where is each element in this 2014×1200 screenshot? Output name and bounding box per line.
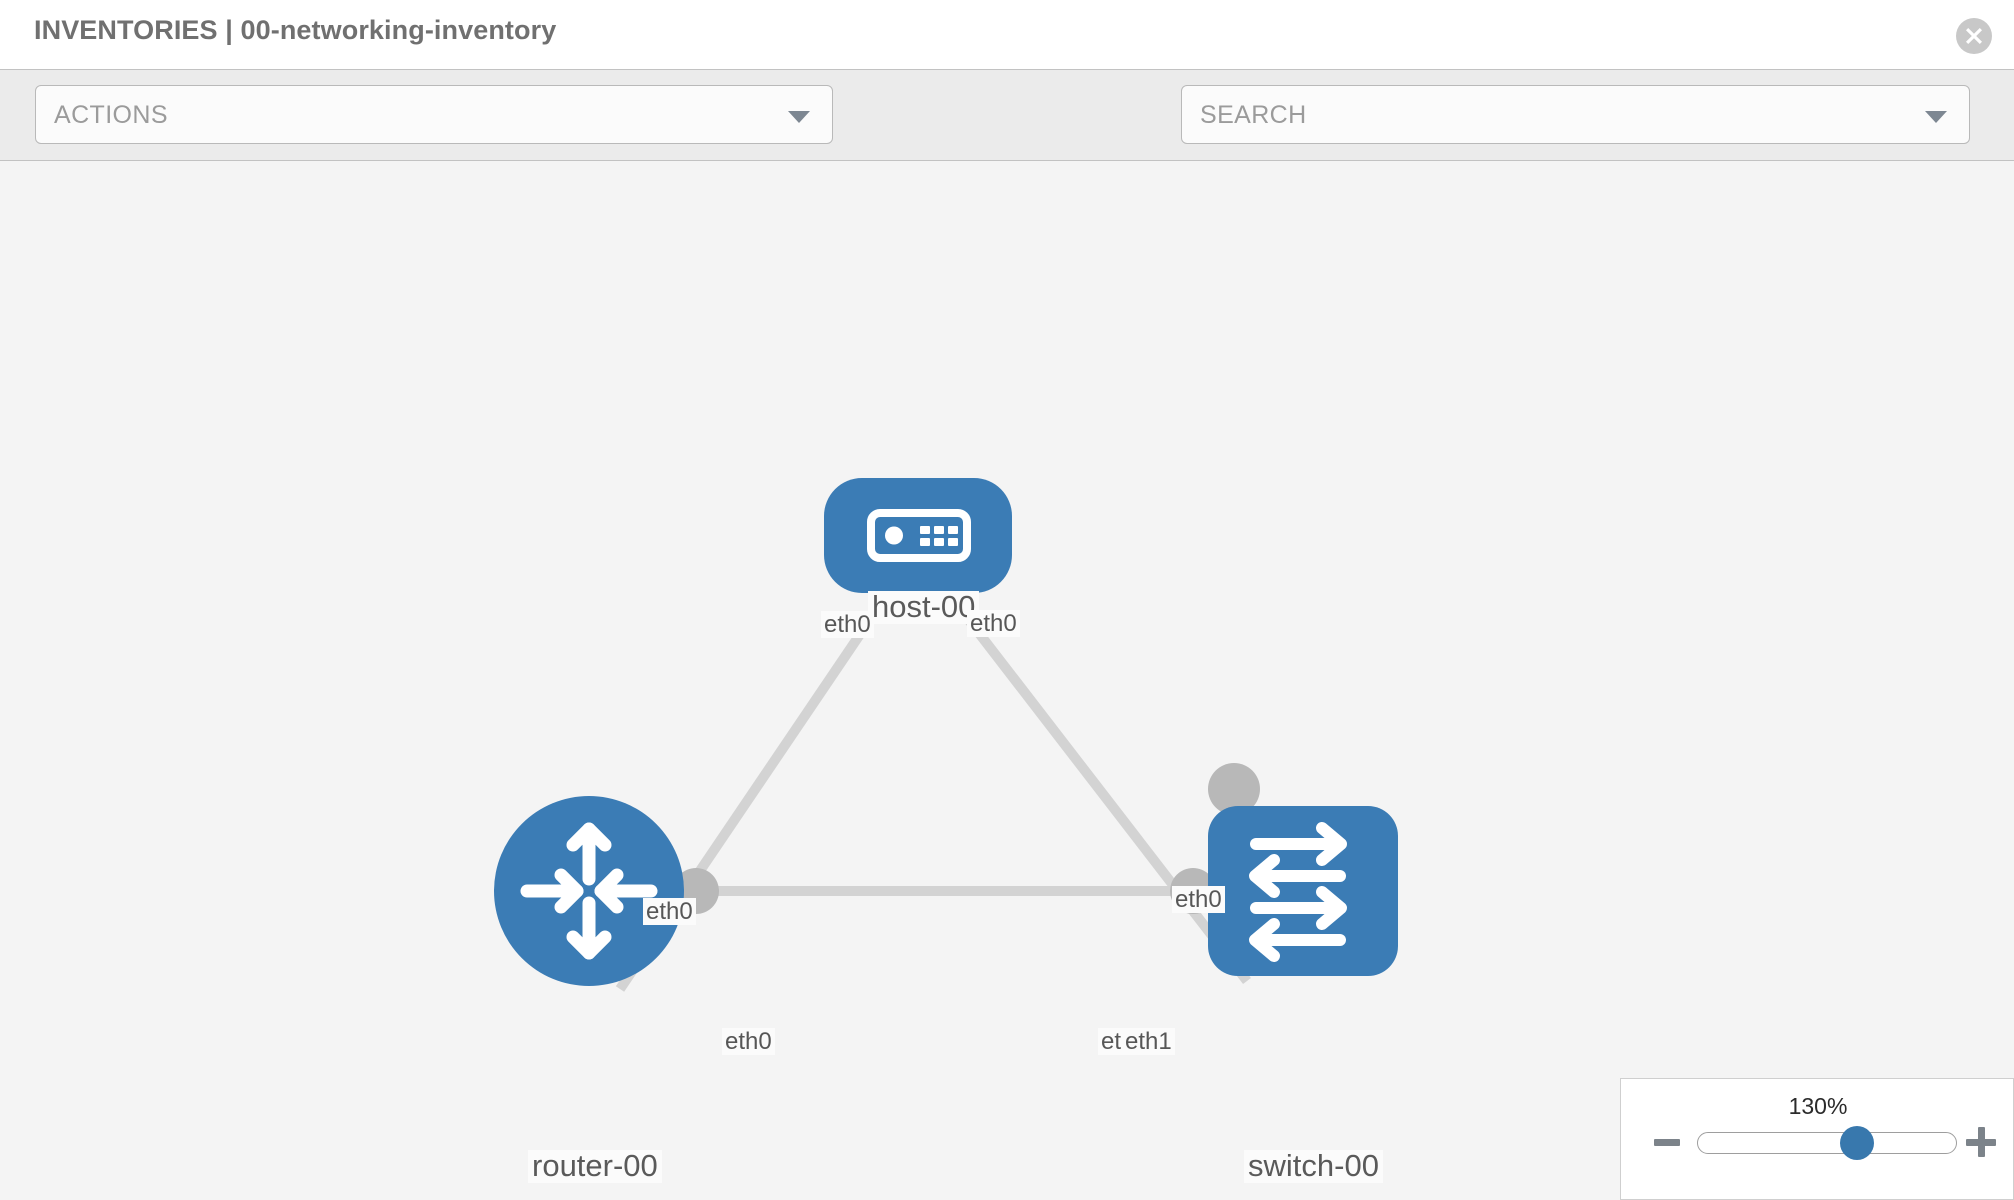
socket-switch00-top (1208, 763, 1260, 815)
search-input[interactable]: SEARCH (1181, 85, 1970, 144)
zoom-level-value: 130% (1788, 1093, 1848, 1119)
link-host00-switch00 (944, 589, 1251, 985)
chevron-down-icon[interactable] (1925, 111, 1947, 123)
node-label-router-00: router-00 (528, 1149, 662, 1183)
page-title: INVENTORIES | 00-networking-inventory (34, 15, 557, 45)
actions-dropdown[interactable]: ACTIONS (35, 85, 833, 144)
host-icon (867, 509, 971, 562)
link-label-host-left-eth: eth0 (821, 611, 874, 639)
chevron-down-icon (788, 111, 810, 123)
link-label-host-right-eth: eth0 (967, 610, 1020, 638)
link-label-switch-up-eth: eth0 (1172, 886, 1225, 914)
node-label-switch-00: switch-00 (1244, 1149, 1383, 1183)
topology-graph (494, 478, 1398, 992)
topology-links (615, 589, 1251, 992)
link-label-switch-left-eth: eth1 (1122, 1028, 1175, 1056)
link-label-router-right-eth: eth0 (722, 1028, 775, 1056)
zoom-control-panel: 130% (1620, 1078, 2014, 1200)
node-router-00 (494, 796, 684, 986)
link-label-router-up-eth: eth0 (643, 898, 696, 926)
zoom-slider-thumb[interactable] (1840, 1126, 1875, 1160)
zoom-out-button[interactable] (1654, 1139, 1680, 1146)
search-placeholder: SEARCH (1200, 101, 1307, 129)
actions-dropdown-label: ACTIONS (54, 101, 168, 129)
node-switch-00 (1208, 806, 1398, 976)
zoom-slider[interactable] (1697, 1126, 1957, 1160)
zoom-in-button[interactable] (1966, 1127, 1996, 1157)
node-label-host-00: host-00 (868, 590, 980, 624)
close-icon[interactable] (1956, 18, 1992, 54)
toolbar: ACTIONS SEARCH (0, 69, 2014, 199)
page-header: INVENTORIES | 00-networking-inventory (0, 0, 2014, 69)
router-icon (520, 822, 658, 960)
topology-canvas[interactable]: host-00 router-00 switch-00 eth0 eth0 et… (0, 161, 2014, 1200)
node-host-00 (824, 478, 1012, 593)
switch-icon (1249, 822, 1347, 962)
